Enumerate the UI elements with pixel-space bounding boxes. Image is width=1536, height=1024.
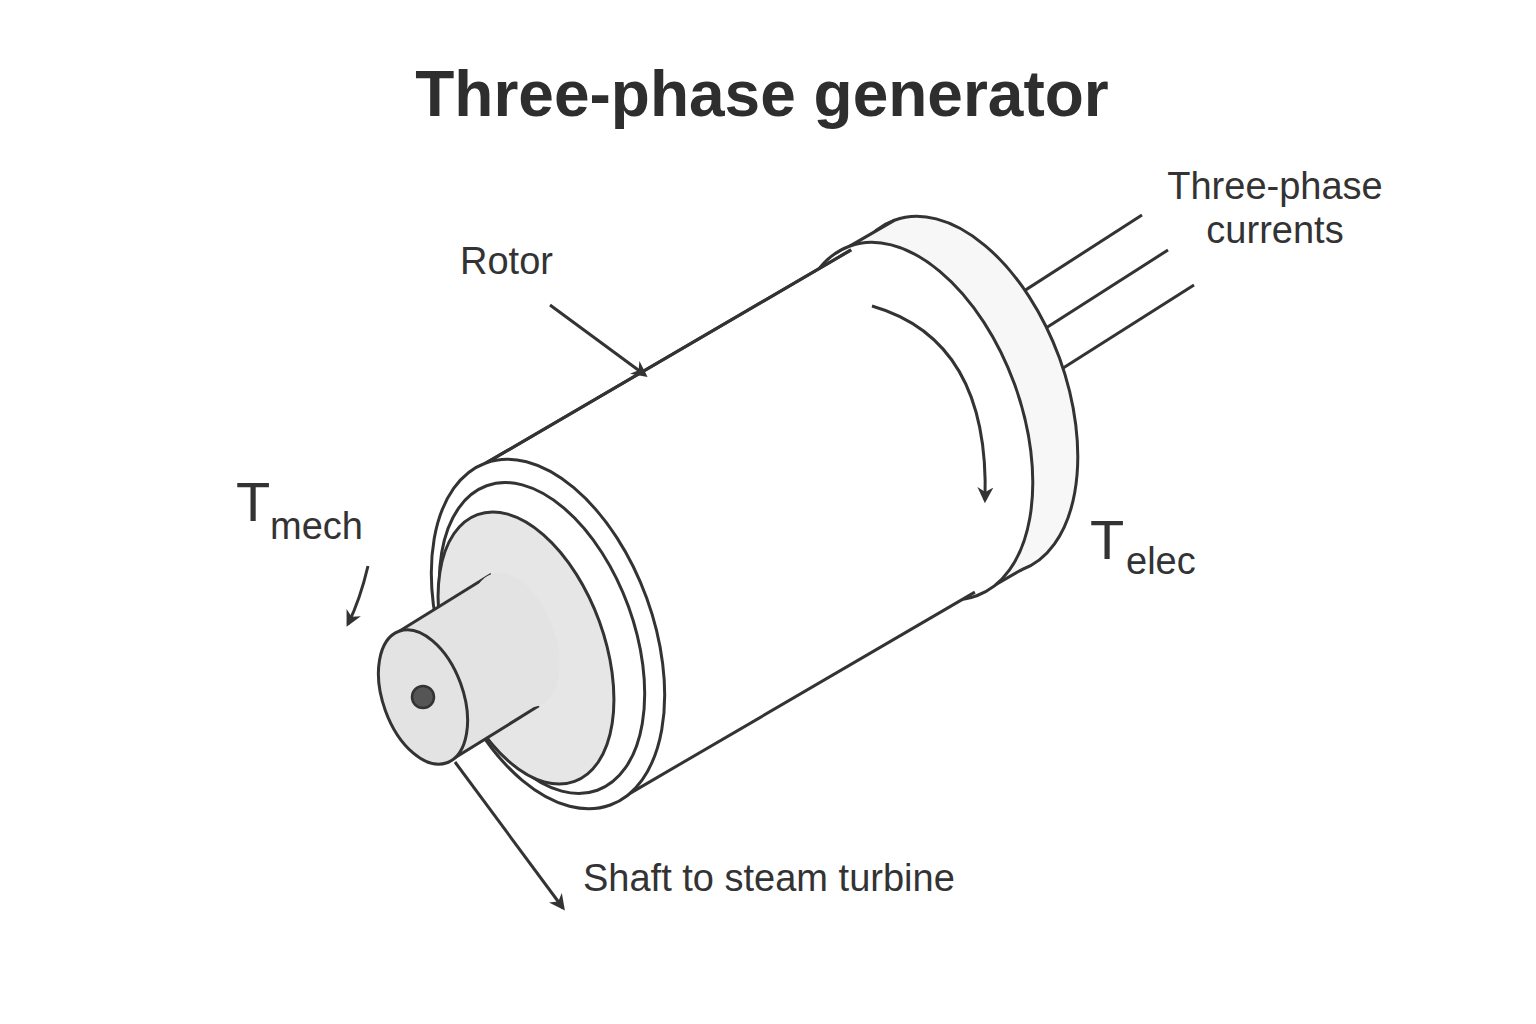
shaft-hole bbox=[412, 686, 434, 708]
phase-wire bbox=[1060, 285, 1194, 370]
rotation-arrow bbox=[872, 306, 985, 500]
symbol-subscript: mech bbox=[270, 505, 363, 549]
shaft-end bbox=[361, 618, 484, 777]
part-label: Three-phase currents bbox=[1135, 165, 1415, 252]
symbol-label: T bbox=[236, 470, 270, 534]
front-ring bbox=[400, 454, 684, 821]
shaft-back bbox=[453, 561, 576, 720]
phase-wire bbox=[1010, 215, 1142, 300]
torque-arrow bbox=[348, 566, 368, 624]
part-label: Shaft to steam turbine bbox=[583, 857, 955, 901]
part-label: Rotor bbox=[460, 240, 553, 284]
front-disc bbox=[387, 427, 709, 841]
title: Three-phase generator bbox=[0, 58, 1530, 132]
leader-line bbox=[550, 305, 645, 375]
phase-wire bbox=[1035, 250, 1168, 335]
symbol-subscript: elec bbox=[1126, 540, 1196, 584]
leader-line bbox=[455, 762, 563, 908]
symbol-label: T bbox=[1090, 508, 1124, 572]
